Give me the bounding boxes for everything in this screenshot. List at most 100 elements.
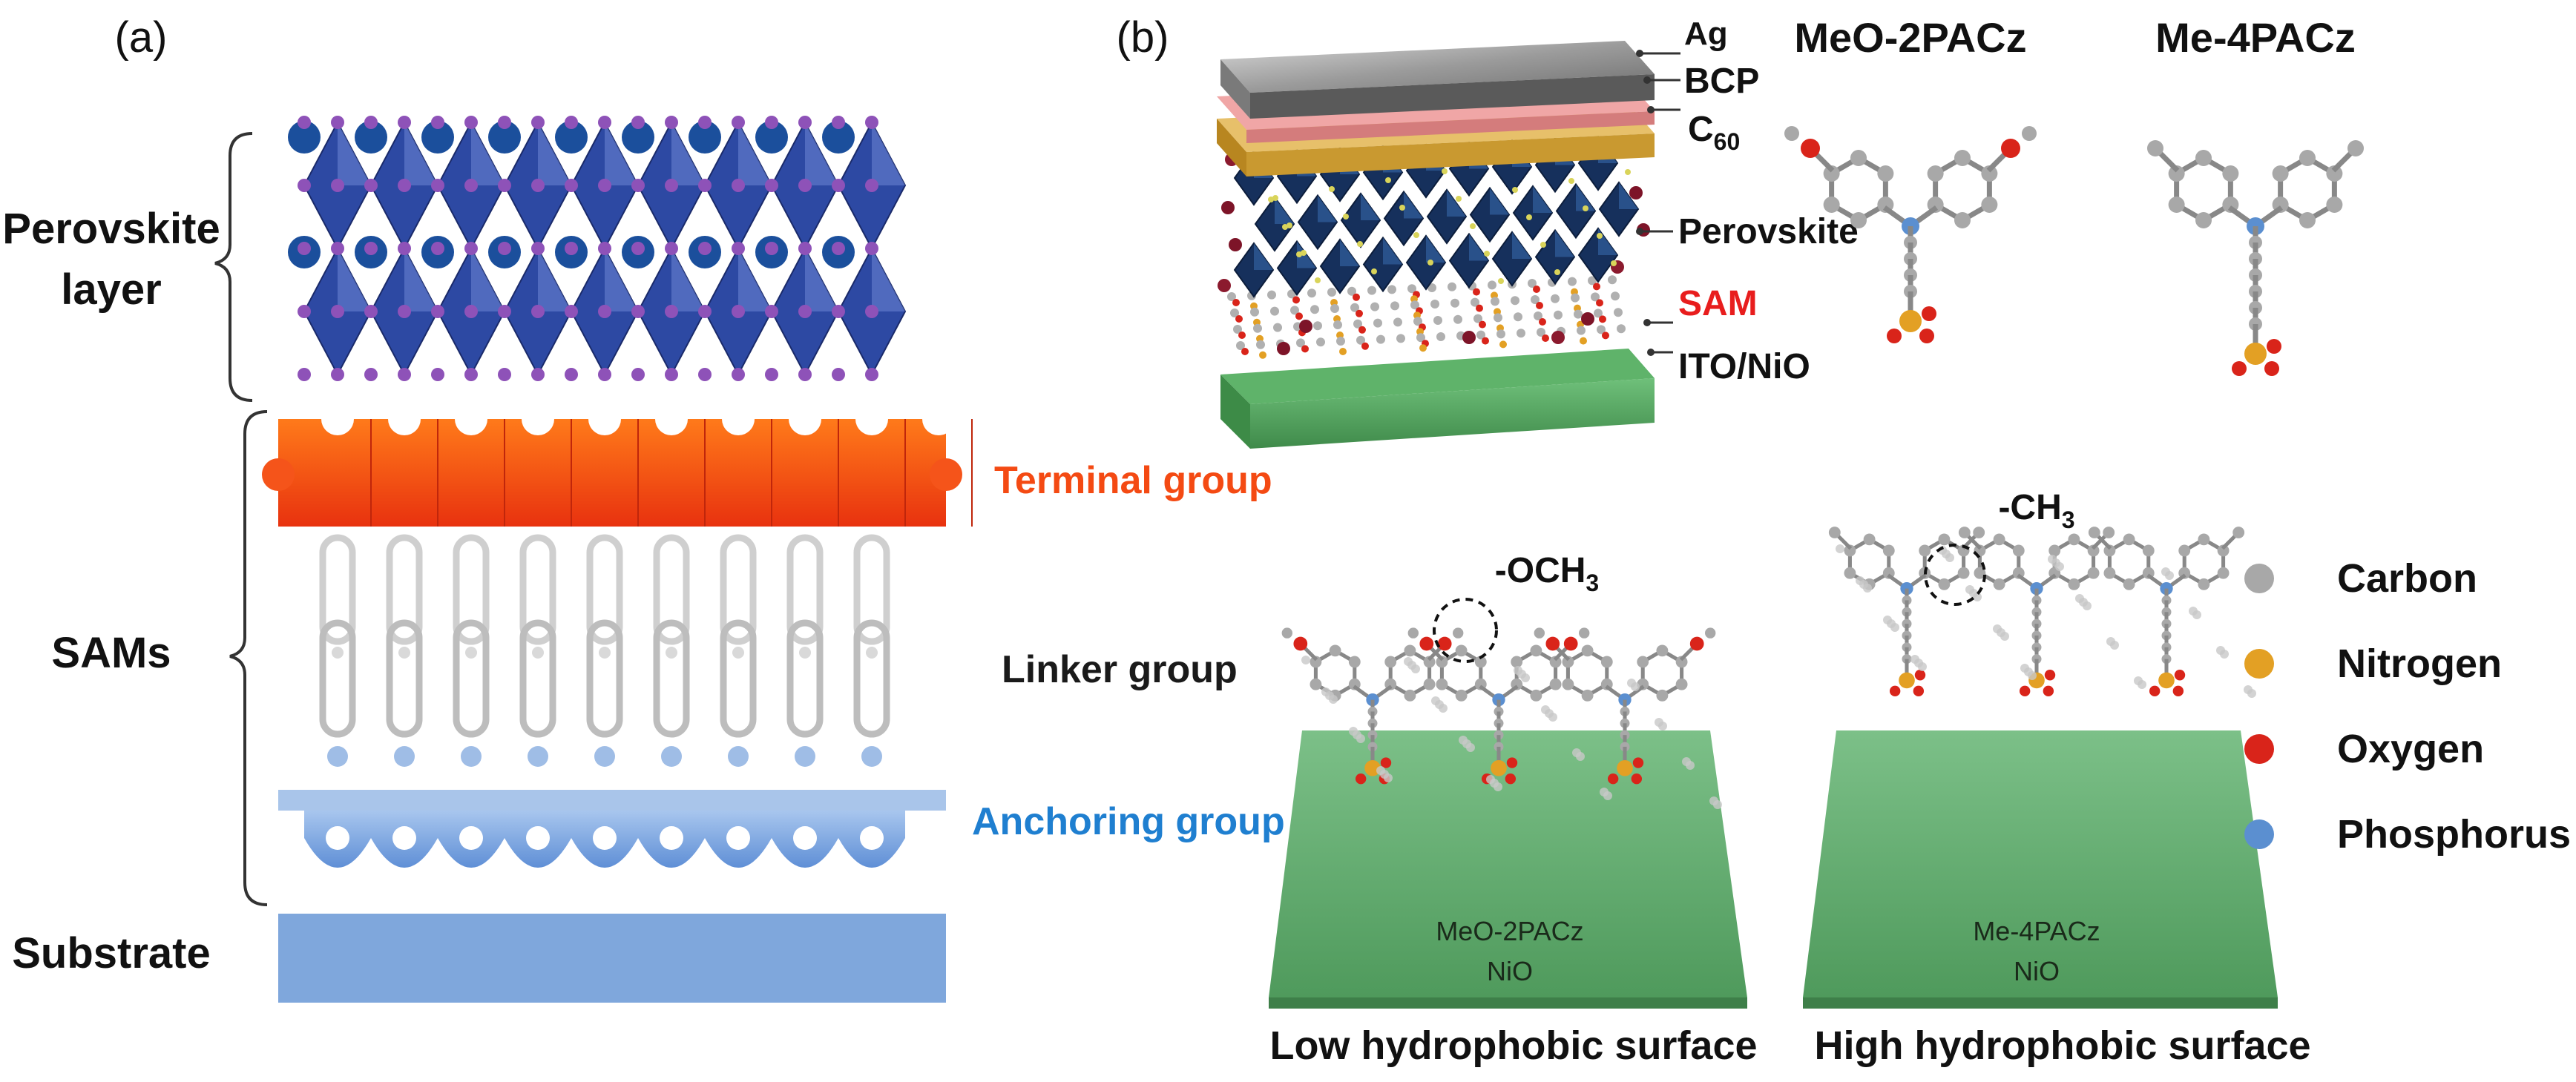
a-site-cation bbox=[355, 121, 387, 154]
halide-anion bbox=[431, 116, 444, 129]
nitrogen-swatch bbox=[2244, 649, 2274, 679]
halide-anion bbox=[398, 242, 411, 255]
halide-anion bbox=[364, 368, 378, 381]
halide-anion bbox=[798, 242, 812, 255]
ito-nio-label: ITO/NiO bbox=[1678, 347, 1810, 386]
halide-anion bbox=[431, 305, 444, 318]
surface-molecule bbox=[1281, 627, 1464, 785]
puzzle-notch bbox=[388, 403, 421, 435]
chain-link bbox=[853, 619, 890, 738]
ch3-highlight-circle bbox=[1924, 544, 1986, 606]
halide-anion bbox=[565, 116, 578, 129]
halide-anion bbox=[298, 368, 311, 381]
ito-base-front bbox=[1220, 375, 1250, 449]
chain-link bbox=[386, 619, 423, 738]
halide-anion bbox=[498, 242, 511, 255]
halide-anion bbox=[431, 368, 444, 381]
meo-2pacz-title: MeO-2PACz bbox=[1794, 14, 2026, 61]
ag-electrode bbox=[1220, 41, 1655, 93]
phosphorus-swatch bbox=[2244, 819, 2274, 849]
a-site-cation bbox=[288, 121, 321, 154]
puzzle-notch bbox=[522, 403, 554, 435]
halide-anion bbox=[865, 116, 878, 129]
halide-anion bbox=[498, 368, 511, 381]
halide-anion bbox=[765, 179, 778, 192]
ch3-group-label: -CH3 bbox=[1998, 488, 2074, 533]
puzzle-notch bbox=[722, 403, 755, 435]
high-hydrophobic-molecules bbox=[1828, 527, 2256, 698]
halide-anion bbox=[298, 179, 311, 192]
halide-anion bbox=[832, 179, 845, 192]
halide-anion bbox=[464, 368, 478, 381]
sams-brace bbox=[229, 410, 268, 906]
puzzle-notch bbox=[655, 403, 688, 435]
halide-anion bbox=[598, 242, 611, 255]
surface-right-line2: NiO bbox=[2014, 956, 2060, 986]
chain-link bbox=[453, 619, 490, 738]
halide-anion bbox=[832, 305, 845, 318]
perovskite-brace bbox=[214, 132, 253, 402]
halide-anion bbox=[565, 179, 578, 192]
puzzle-notch bbox=[588, 403, 621, 435]
halide-anion bbox=[665, 179, 678, 192]
a-site-cation bbox=[689, 121, 721, 154]
halide-anion bbox=[832, 116, 845, 129]
halide-anion bbox=[498, 305, 511, 318]
puzzle-notch bbox=[321, 403, 354, 435]
panel-b-label: (b) bbox=[1117, 13, 1169, 62]
surface-right-line1: Me-4PACz bbox=[1973, 916, 2100, 946]
bcp-label: BCP bbox=[1684, 62, 1759, 101]
halide-anion bbox=[865, 368, 878, 381]
halide-anion bbox=[698, 305, 712, 318]
stack-labels: Ag BCP C60 Perovskite SAM ITO/NiO bbox=[1636, 16, 1859, 386]
halide-anion bbox=[798, 368, 812, 381]
halide-anion bbox=[398, 179, 411, 192]
high-hydrophobic-caption: High hydrophobic surface bbox=[1814, 1023, 2310, 1068]
chain-link bbox=[386, 534, 423, 645]
surface-left-line1: MeO-2PACz bbox=[1436, 916, 1583, 946]
perovskite-stack-label: Perovskite bbox=[1678, 212, 1859, 251]
halide-anion bbox=[398, 116, 411, 129]
chain-link bbox=[653, 619, 690, 738]
chain-link bbox=[586, 619, 623, 738]
surface-molecule bbox=[1534, 627, 1716, 785]
halide-anion bbox=[665, 116, 678, 129]
c60-label: C60 bbox=[1688, 110, 1740, 155]
halide-anion bbox=[565, 305, 578, 318]
terminal-group-label: Terminal group bbox=[994, 459, 1272, 502]
halide-anion bbox=[765, 305, 778, 318]
halide-anion bbox=[531, 242, 545, 255]
halide-anion bbox=[765, 368, 778, 381]
halide-anion bbox=[832, 242, 845, 255]
device-stack bbox=[1217, 41, 1655, 449]
chain-link bbox=[453, 534, 490, 645]
perovskite-layer-label: Perovskite bbox=[2, 205, 220, 253]
halide-anion bbox=[498, 116, 511, 129]
halide-anion bbox=[531, 305, 545, 318]
halide-anion bbox=[364, 116, 378, 129]
halide-anion bbox=[464, 179, 478, 192]
legend-label-nitrogen: Nitrogen bbox=[2337, 641, 2502, 686]
halide-anion bbox=[364, 305, 378, 318]
anchoring-group-block bbox=[278, 746, 946, 868]
ito-base-side bbox=[1250, 378, 1655, 449]
puzzle-notch bbox=[455, 403, 487, 435]
halide-anion bbox=[631, 368, 645, 381]
me-4pacz-molecule bbox=[2147, 140, 2364, 376]
halide-anion bbox=[598, 116, 611, 129]
chain-link bbox=[319, 534, 356, 645]
chain-link bbox=[786, 619, 824, 738]
a-site-cation bbox=[822, 121, 855, 154]
chain-link bbox=[319, 619, 356, 738]
halide-anion bbox=[865, 242, 878, 255]
halide-anion bbox=[798, 179, 812, 192]
halide-anion bbox=[698, 116, 712, 129]
halide-anion bbox=[698, 242, 712, 255]
halide-anion bbox=[798, 305, 812, 318]
halide-anion bbox=[331, 179, 344, 192]
puzzle-notch bbox=[922, 403, 955, 435]
halide-anion bbox=[331, 242, 344, 255]
halide-anion bbox=[765, 242, 778, 255]
linker-group-chains bbox=[319, 534, 890, 738]
